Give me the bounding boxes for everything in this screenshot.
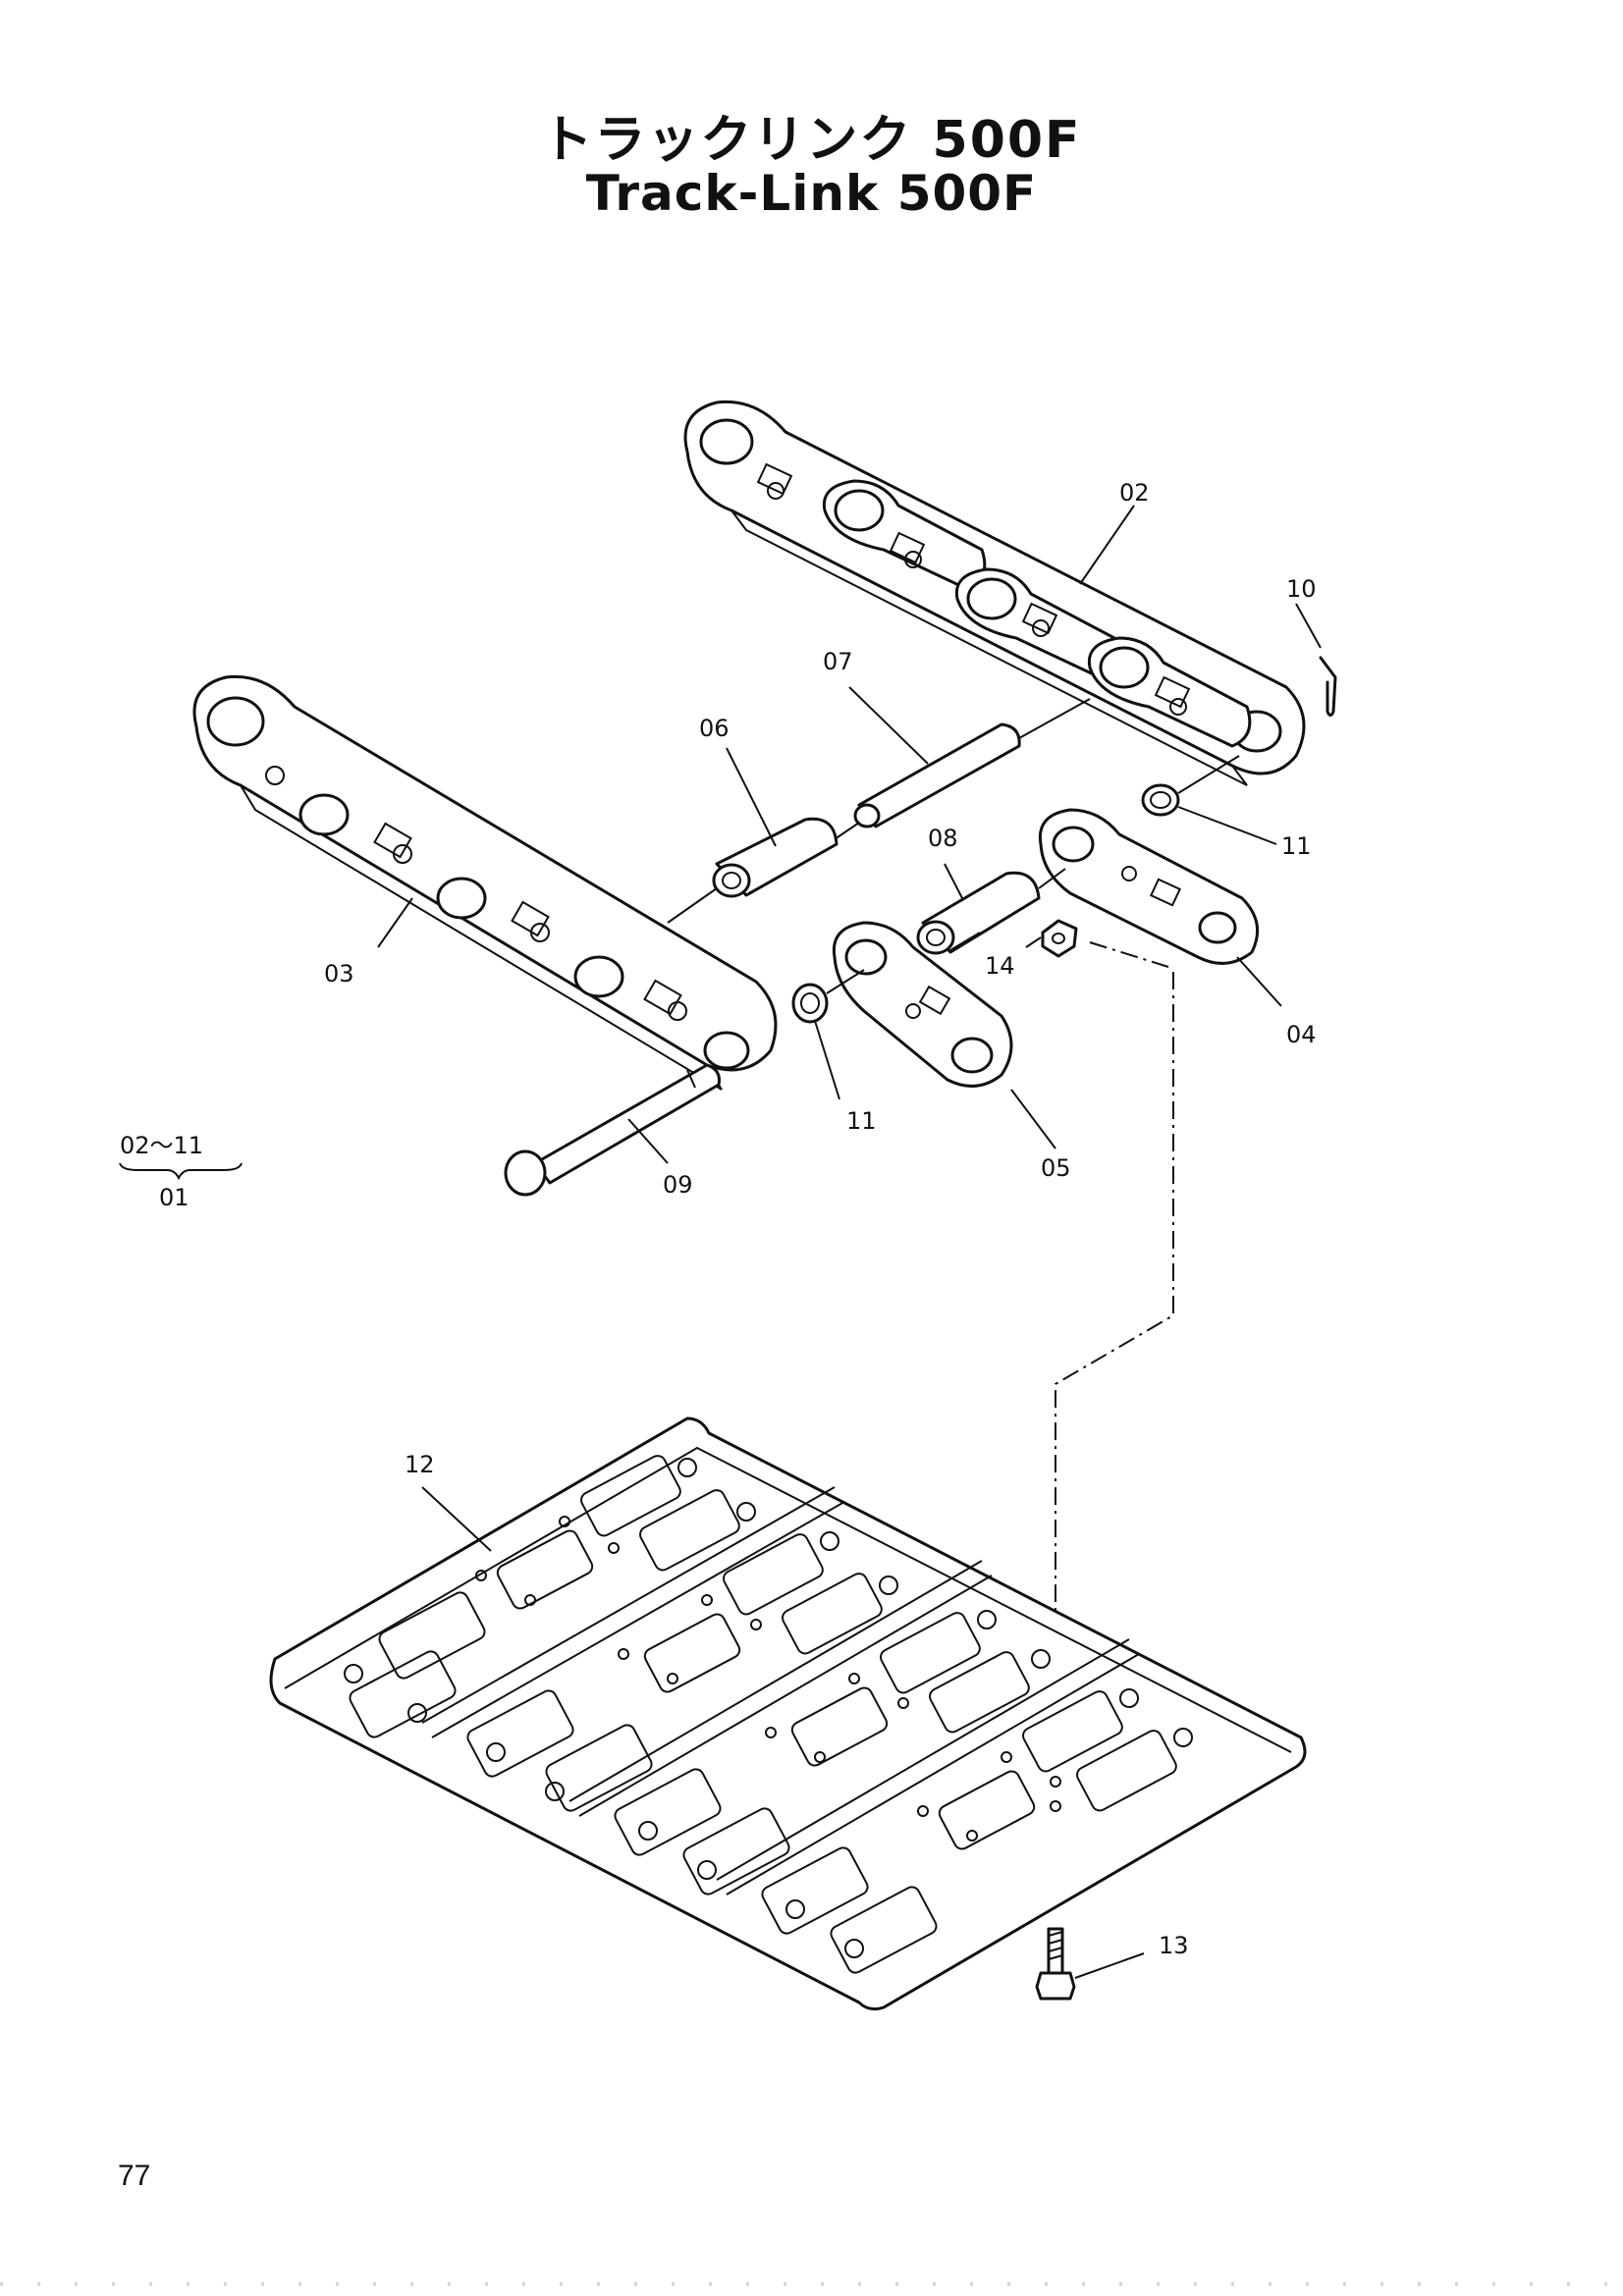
master-pin-09 xyxy=(504,1063,721,1197)
nut-14 xyxy=(1041,919,1078,958)
pin-07 xyxy=(853,722,1021,828)
callout-05: 05 xyxy=(1041,1154,1071,1182)
callout-09: 09 xyxy=(663,1171,693,1199)
track-link-04 xyxy=(1038,808,1260,965)
lock-pin-10 xyxy=(1319,656,1337,717)
seal-11-upper xyxy=(1141,783,1180,817)
scan-artifact-dots xyxy=(0,2282,1623,2286)
callout-12: 12 xyxy=(405,1451,435,1478)
track-shoe-12 xyxy=(269,1416,1307,2011)
callout-labels: 02 03 04 05 06 07 08 09 10 11 11 12 13 1… xyxy=(324,479,1317,1959)
track-link-chain-02 xyxy=(683,400,1306,786)
callout-03: 03 xyxy=(324,960,354,988)
callout-10: 10 xyxy=(1286,575,1317,603)
assembly-note: 02～11 01 xyxy=(119,1132,243,1211)
track-link-05 xyxy=(832,921,1013,1088)
callout-02: 02 xyxy=(1119,479,1150,507)
explode-lines xyxy=(667,698,1240,1845)
bushing-08 xyxy=(916,871,1041,955)
callout-08: 08 xyxy=(928,825,958,852)
page-number: 77 xyxy=(118,2160,151,2192)
seal-11-lower xyxy=(791,983,829,1024)
assembly-note-assembly: 01 xyxy=(159,1184,189,1211)
callout-13: 13 xyxy=(1159,1932,1189,1959)
callout-14: 14 xyxy=(985,952,1015,980)
leader-lines xyxy=(377,505,1322,1979)
bushing-06 xyxy=(712,817,839,898)
callout-11-upper: 11 xyxy=(1281,832,1312,860)
callout-04: 04 xyxy=(1286,1021,1317,1048)
bolt-13 xyxy=(1035,1927,1076,2001)
callout-11-lower: 11 xyxy=(846,1107,877,1135)
callout-06: 06 xyxy=(699,715,730,742)
assembly-note-range: 02～11 xyxy=(120,1132,203,1159)
title-japanese: トラックリンク 500F xyxy=(541,111,1082,170)
callout-07: 07 xyxy=(823,648,853,675)
title-english: Track-Link 500F xyxy=(585,165,1038,222)
track-link-chain-03 xyxy=(192,674,778,1091)
